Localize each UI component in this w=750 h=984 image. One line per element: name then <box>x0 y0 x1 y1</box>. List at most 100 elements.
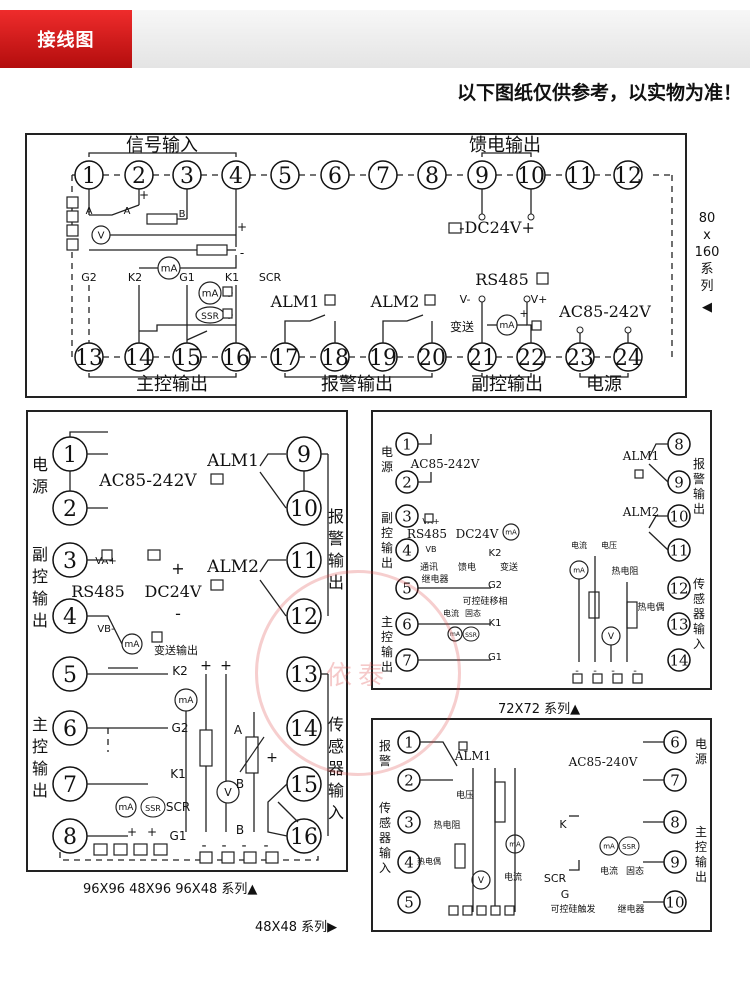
terminal-circle <box>320 160 350 190</box>
indicator-box <box>133 843 148 856</box>
label-text: 变送输出 <box>154 643 198 657</box>
terminal-number: 10 <box>517 164 545 189</box>
wire-path <box>579 373 629 378</box>
label-text: - <box>593 666 597 677</box>
main-output-label: 主控输出 <box>136 374 208 395</box>
label-text: + <box>266 750 278 766</box>
terminal-number: 17 <box>271 346 299 371</box>
wire-path <box>186 330 208 341</box>
terminal-circle <box>286 598 322 634</box>
indicator-box <box>324 294 336 306</box>
terminal-number: 10 <box>290 497 318 522</box>
label-text: K1 <box>489 618 502 629</box>
label-text: G2 <box>172 721 189 735</box>
terminal-number: 3 <box>404 813 414 831</box>
indicator-box <box>265 851 279 864</box>
label-text: + <box>139 188 149 202</box>
label-text: K2 <box>128 271 142 284</box>
side-label-char: 主 <box>381 615 393 629</box>
side-label-char: 控 <box>695 840 707 854</box>
indicator-box <box>424 513 434 523</box>
wire-path <box>284 314 326 343</box>
node <box>523 295 531 303</box>
indicator-box <box>222 286 233 297</box>
dc24v-label: DC24V <box>145 582 202 601</box>
terminal-circle <box>565 160 595 190</box>
indicator-box <box>504 905 515 916</box>
side-label-char: 报 <box>693 456 705 471</box>
side-label-char: 传 <box>693 576 705 591</box>
side-label-char: 电 <box>32 455 48 474</box>
resistor <box>626 601 638 629</box>
caption-line: x <box>703 228 711 243</box>
label-text: + <box>147 825 157 839</box>
label-text: SSR <box>465 632 477 639</box>
side-label-char: 器 <box>379 831 391 845</box>
reference-notice: 以下图纸仅供参考，以实物为准！ <box>456 82 742 104</box>
meter-label: V <box>478 876 485 886</box>
label-text: K2 <box>489 548 502 559</box>
label-text: SCR <box>259 271 282 284</box>
side-label-char: 输 <box>328 781 344 800</box>
ssr-label: SSR <box>201 312 219 322</box>
label-text: + <box>171 559 184 578</box>
label-text: G1 <box>170 829 187 843</box>
terminal-circle <box>286 542 322 578</box>
side-label-char: 主 <box>695 825 707 839</box>
side-label-char: 输 <box>381 644 393 659</box>
terminal-number: 1 <box>82 164 96 189</box>
terminal-number: 8 <box>63 825 77 850</box>
wire-path <box>277 801 299 823</box>
terminal-number: 22 <box>517 346 545 371</box>
indicator-box <box>448 905 459 916</box>
node <box>478 295 486 303</box>
label-text: K <box>559 818 567 831</box>
side-label-char: 警 <box>379 753 391 768</box>
terminal-number: 3 <box>402 507 412 525</box>
terminal-number: 13 <box>290 663 318 688</box>
terminal-number: 8 <box>670 813 680 831</box>
meter-label: mA <box>450 631 461 638</box>
ssr-icon <box>618 836 640 856</box>
label-text: VA+ <box>95 556 116 567</box>
indicator-box <box>243 851 257 864</box>
label-text: 电流 <box>504 871 522 883</box>
node <box>624 326 632 334</box>
label-text: + <box>519 307 528 320</box>
terminal-number: 5 <box>402 579 412 597</box>
side-label-char: 输 <box>693 486 705 501</box>
section-header-bar: 接线图 <box>0 10 750 68</box>
terminal-number: 4 <box>63 605 77 630</box>
terminal-circle <box>368 160 398 190</box>
wire-path <box>259 579 287 617</box>
terminal-number: 3 <box>180 164 194 189</box>
side-label-char: 电 <box>381 445 393 459</box>
wire-path <box>648 443 668 459</box>
wiring-72x72-drawing: 1234567891011121314电源AC85-242V副控输出VA+RS4… <box>381 432 705 684</box>
label-text: 可控硅触发 <box>550 903 595 915</box>
alarm-output-label: 报警输出 <box>321 374 393 395</box>
indicator-box <box>199 851 213 864</box>
side-label-char: 控 <box>381 630 393 644</box>
input-type-box <box>66 210 79 223</box>
meter-label: V <box>98 231 105 242</box>
power-range-label: AC85-242V <box>410 457 480 471</box>
side-label-char: 输 <box>328 551 344 570</box>
side-label-char: 输 <box>695 854 707 869</box>
terminal-number: 23 <box>566 346 594 371</box>
input-type-box <box>66 238 79 251</box>
series-96-caption: 96X96 48X96 96X48 系列▲ <box>83 882 258 897</box>
meter-label: V <box>608 632 615 642</box>
wire-path <box>259 453 286 467</box>
terminal-circle <box>397 890 421 914</box>
resistor <box>454 843 466 869</box>
label-text: G2 <box>488 580 502 591</box>
terminal-number: 1 <box>404 733 414 751</box>
indicator-box <box>424 294 436 306</box>
terminal-number: 7 <box>376 164 390 189</box>
node <box>576 326 584 334</box>
indicator-box <box>93 843 108 856</box>
meter-icon <box>216 780 240 804</box>
